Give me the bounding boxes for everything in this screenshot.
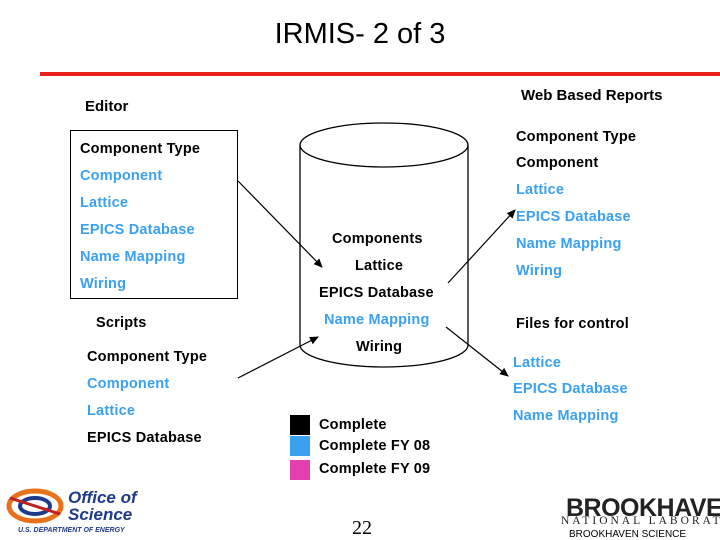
scripts-item: Component	[87, 376, 170, 392]
page-number: 22	[352, 517, 372, 539]
files-item: EPICS Database	[513, 381, 628, 397]
legend-swatch	[290, 436, 310, 456]
arrow-db-to-reports	[447, 209, 516, 284]
database-cylinder	[299, 122, 469, 368]
doe-logo-line3: U.S. DEPARTMENT OF ENERGY	[18, 527, 125, 534]
reports-item: Wiring	[516, 263, 563, 279]
editor-item: Component	[80, 168, 163, 184]
arrow-db-to-files	[445, 326, 509, 377]
files-item: Name Mapping	[513, 408, 619, 424]
database-item: Components	[332, 231, 423, 247]
database-item: Name Mapping	[324, 312, 430, 328]
scripts-item: Lattice	[87, 403, 136, 419]
doe-logo-line1: Office of	[68, 488, 137, 507]
editor-item: Wiring	[80, 276, 127, 292]
editor-item: Component Type	[80, 141, 201, 157]
legend-label: Complete FY 09	[319, 461, 431, 477]
bnl-logo-assoc: BROOKHAVEN SCIENCE	[569, 529, 687, 540]
database-item: EPICS Database	[319, 285, 434, 301]
editor-heading: Editor	[85, 98, 129, 115]
editor-item: Name Mapping	[80, 249, 186, 265]
editor-item: Lattice	[80, 195, 129, 211]
bnl-logo-name: BROOKHAVEN	[566, 494, 720, 522]
reports-item: Name Mapping	[516, 236, 622, 252]
files-heading: Files for control	[516, 316, 629, 332]
legend-label: Complete FY 08	[319, 438, 431, 454]
legend-swatch	[290, 460, 310, 480]
database-item: Wiring	[356, 339, 403, 355]
arrow-scripts-to-db	[237, 336, 319, 379]
scripts-item: EPICS Database	[87, 430, 202, 446]
editor-box	[70, 130, 238, 299]
database-item: Lattice	[355, 258, 404, 274]
reports-heading: Web Based Reports	[521, 87, 663, 104]
legend-swatch	[290, 415, 310, 435]
page-title: IRMIS- 2 of 3	[274, 18, 446, 50]
scripts-item: Component Type	[87, 349, 208, 365]
reports-item: Lattice	[516, 182, 565, 198]
reports-item: Component Type	[516, 129, 637, 145]
arrow-editor-to-db	[237, 180, 323, 268]
legend-label: Complete	[319, 417, 387, 433]
doe-logo-mark	[6, 488, 64, 524]
files-item: Lattice	[513, 355, 562, 371]
doe-logo-line2: Science	[68, 505, 133, 524]
bnl-logo-sub: NATIONAL LABORATORY	[561, 515, 720, 527]
scripts-heading: Scripts	[96, 315, 147, 331]
reports-item: Component	[516, 155, 599, 171]
editor-item: EPICS Database	[80, 222, 195, 238]
reports-item: EPICS Database	[516, 209, 631, 225]
title-rule	[40, 72, 720, 76]
